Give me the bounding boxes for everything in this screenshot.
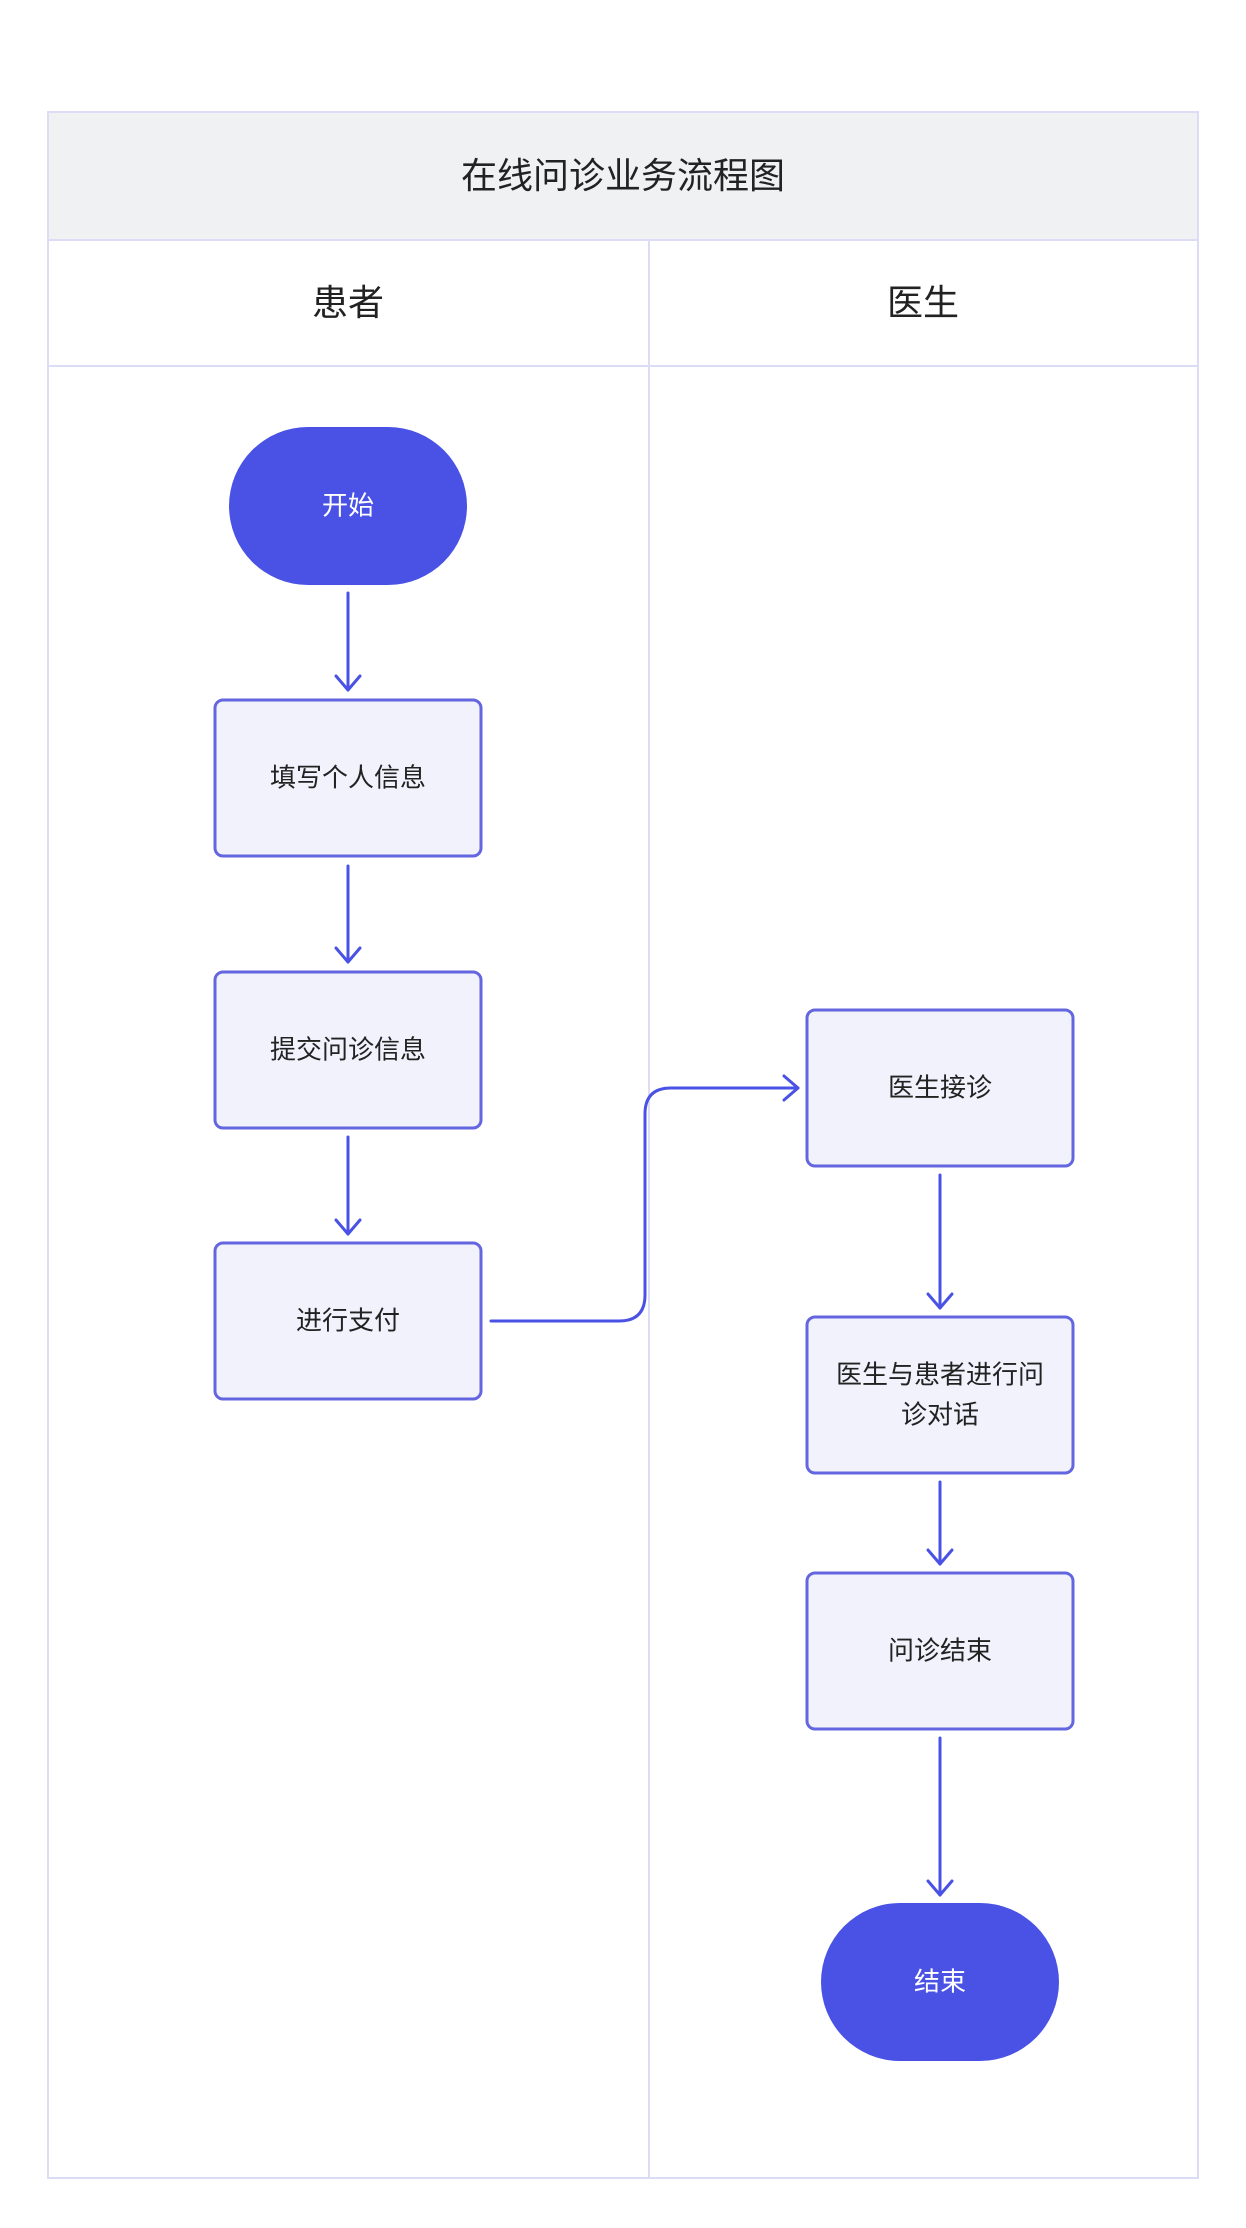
node-label: 提交问诊信息 (270, 1036, 426, 1066)
arrowhead (782, 1074, 800, 1102)
terminal-shape (229, 427, 467, 585)
diagram-title: 在线问诊业务流程图 (461, 156, 785, 197)
edges (334, 591, 954, 1897)
arrowhead (926, 1292, 954, 1310)
process-box (805, 1008, 1075, 1168)
arrowhead (334, 674, 362, 692)
process-box (213, 1241, 483, 1401)
arrowhead (334, 1218, 362, 1236)
node-label: 医生接诊 (888, 1074, 992, 1104)
lane-header-doctor: 医生 (887, 283, 959, 324)
arrowhead (926, 1548, 954, 1566)
node-label: 问诊结束 (888, 1637, 992, 1667)
node-label: 开始 (322, 492, 374, 522)
arrowhead (926, 1879, 954, 1897)
node-start: 开始 (229, 427, 467, 585)
outer-frame (47, 111, 1199, 2179)
arrowhead (334, 946, 362, 964)
node-label-line-2: 诊对话 (901, 1401, 979, 1431)
node-label: 进行支付 (296, 1307, 400, 1337)
node-label: 结束 (914, 1968, 966, 1998)
node-label: 填写个人信息 (270, 764, 426, 794)
lane-header-patient: 患者 (312, 283, 384, 324)
node-fill-info: 填写个人信息 (213, 698, 483, 858)
process-box (805, 1315, 1075, 1475)
edge-pay-to-accept (489, 1086, 800, 1323)
process-box (213, 698, 483, 858)
node-pay: 进行支付 (213, 1241, 483, 1401)
title-band (48, 112, 1198, 240)
node-accept: 医生接诊 (805, 1008, 1075, 1168)
process-box (805, 1571, 1075, 1731)
node-dialogue: 医生与患者进行问 诊对话 (805, 1315, 1075, 1475)
node-consult-end: 问诊结束 (805, 1571, 1075, 1731)
node-submit-info: 提交问诊信息 (213, 970, 483, 1130)
node-label-line-1: 医生与患者进行问 (836, 1361, 1044, 1391)
terminal-shape (821, 1903, 1059, 2061)
node-end: 结束 (821, 1903, 1059, 2061)
process-box (213, 970, 483, 1130)
